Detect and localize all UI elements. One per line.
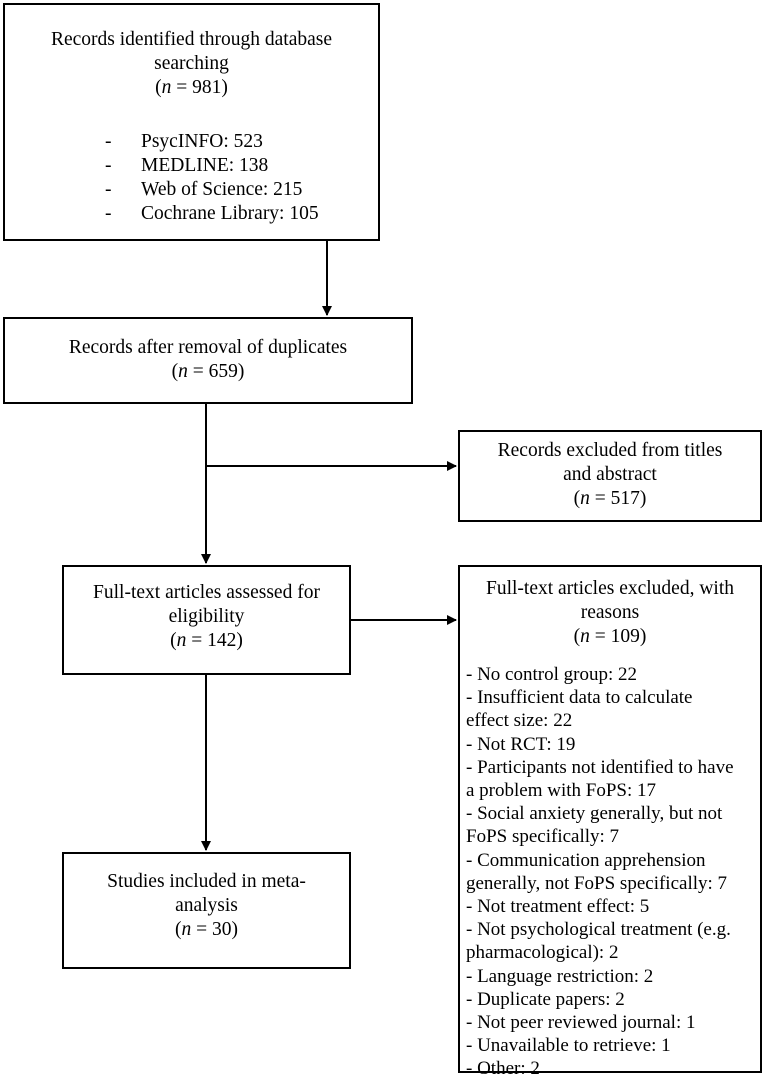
records-deduplicated-count: (n = 659) <box>171 361 245 382</box>
equals-sign: = <box>186 630 208 651</box>
reason-line: a problem with FoPS: 17 <box>466 780 657 802</box>
reason-line: FoPS specifically: 7 <box>466 826 620 848</box>
records-identified-count: (n = 981) <box>155 77 228 98</box>
database-list: - PsycINFO: 523 - MEDLINE: 138 - Web of Sci… <box>5 130 378 226</box>
database-label: Cochrane Library: 105 <box>141 203 319 224</box>
list-dash: - <box>105 203 112 224</box>
reason-line: - Social anxiety generally, but not <box>466 803 723 825</box>
database-label: MEDLINE: 138 <box>141 155 269 176</box>
fulltext-assessed-title-line-2: eligibility <box>168 606 245 627</box>
reason-line: - Not treatment effect: 5 <box>466 896 650 918</box>
database-item-medline: - MEDLINE: 138 <box>5 154 378 178</box>
equals-sign: = <box>589 626 611 647</box>
fulltext-assessed-count: (n = 142) <box>170 630 243 651</box>
equals-sign: = <box>187 361 209 382</box>
fulltext-assessed-title-line-1: Full-text articles assessed for <box>93 582 320 603</box>
studies-included-title-line-2: analysis <box>175 895 238 916</box>
reason-line: - Language restriction: 2 <box>466 965 654 987</box>
fulltext-excluded-title-line-1: Full-text articles excluded, with <box>485 578 734 599</box>
studies-included-title-line-1: Studies included in meta- <box>107 871 306 892</box>
equals-sign: = <box>191 919 212 940</box>
studies-included-box: Studies included in meta- analysis (n = … <box>62 852 351 969</box>
reason-line: - Unavailable to retrieve: 1 <box>466 1035 671 1057</box>
database-label: PsycINFO: 523 <box>141 131 263 152</box>
reason-line: effect size: 22 <box>466 710 573 732</box>
records-identified-title-line-2: searching <box>154 53 229 74</box>
database-item-cochrane-library: - Cochrane Library: 105 <box>5 202 378 226</box>
records-deduplicated-title: Records after removal of duplicates <box>68 337 348 358</box>
list-dash: - <box>105 131 112 152</box>
reason-line: - Not RCT: 19 <box>466 733 576 755</box>
records-excluded-box: Records excluded from titles and abstrac… <box>458 430 762 522</box>
n-symbol: n <box>178 361 188 382</box>
fulltext-assessed-count-value: 142 <box>207 630 237 651</box>
reason-line: pharmacological): 2 <box>466 942 619 964</box>
equals-sign: = <box>589 488 611 509</box>
n-symbol: n <box>580 626 590 647</box>
records-deduplicated-box: Records after removal of duplicates (n =… <box>3 317 413 404</box>
reason-line: - Participants not identified to have <box>466 756 734 778</box>
n-symbol: n <box>580 488 590 509</box>
records-excluded-title-line-2: and abstract <box>563 464 657 485</box>
reason-line: generally, not FoPS specifically: 7 <box>466 872 728 894</box>
records-identified-box: Records identified through database sear… <box>3 3 380 241</box>
fulltext-excluded-title-line-2: reasons <box>580 602 640 623</box>
list-dash: - <box>105 155 112 176</box>
list-dash: - <box>105 179 112 200</box>
fulltext-excluded-count: (n = 109) <box>573 626 647 647</box>
records-deduplicated-count-value: 659 <box>208 361 238 382</box>
reason-line: - No control group: 22 <box>466 664 637 685</box>
reason-line: - Duplicate papers: 2 <box>466 988 625 1010</box>
records-excluded-title-line-1: Records excluded from titles <box>497 440 723 461</box>
records-excluded-count: (n = 517) <box>573 488 647 509</box>
reason-line: - Other: 2 <box>466 1058 540 1080</box>
records-identified-title-line-1: Records identified through database <box>50 29 333 50</box>
exclusion-reasons-list: - No control group: 22 - Insufficient da… <box>460 663 760 1081</box>
fulltext-excluded-count-value: 109 <box>610 626 640 647</box>
equals-sign: = <box>171 77 193 98</box>
database-label: Web of Science: 215 <box>141 179 303 200</box>
records-identified-count-value: 981 <box>192 77 222 98</box>
reason-line: - Not psychological treatment (e.g. <box>466 919 731 941</box>
reason-line: - Communication apprehension <box>466 849 706 871</box>
n-symbol: n <box>181 919 192 940</box>
reason-line: - Insufficient data to calculate <box>466 687 693 709</box>
reason-line: - Not peer reviewed journal: 1 <box>466 1012 696 1034</box>
database-item-psycinfo: - PsycINFO: 523 <box>5 130 378 154</box>
studies-included-count-value: 30 <box>212 919 232 940</box>
n-symbol: n <box>161 77 172 98</box>
studies-included-count: (n = 30) <box>175 919 238 940</box>
records-excluded-count-value: 517 <box>610 488 640 509</box>
fulltext-excluded-box: Full-text articles excluded, with reason… <box>458 565 762 1079</box>
database-item-web-of-science: - Web of Science: 215 <box>5 178 378 202</box>
n-symbol: n <box>176 630 187 651</box>
fulltext-assessed-box: Full-text articles assessed for eligibil… <box>62 565 351 675</box>
